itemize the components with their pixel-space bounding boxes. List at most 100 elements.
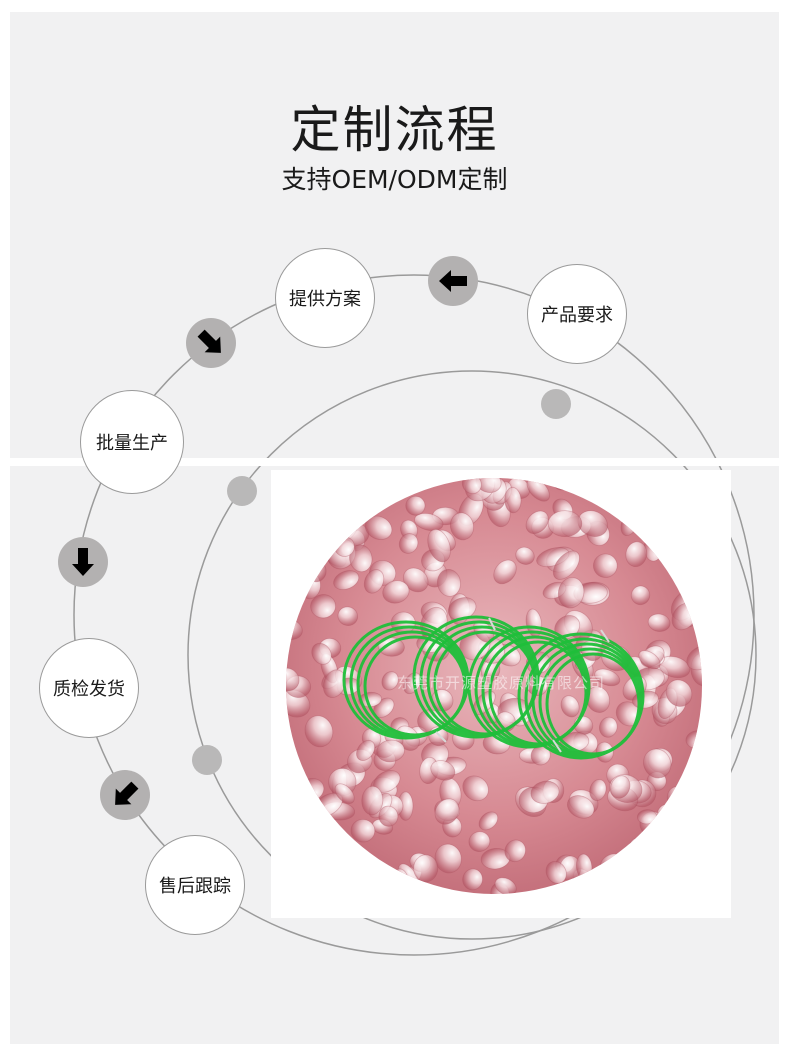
plastic-pellet [525, 510, 549, 534]
plastic-pellet [330, 478, 346, 501]
plastic-pellet [606, 883, 628, 894]
plastic-pellet [679, 798, 702, 829]
plastic-pellet [515, 546, 535, 565]
plastic-pellet [403, 672, 422, 695]
plastic-pellet [643, 748, 672, 779]
panel-seam [0, 458, 789, 466]
plastic-pellet [333, 570, 360, 591]
plastic-pellet [672, 805, 695, 826]
plastic-pellet [350, 818, 376, 843]
plastic-pellet [304, 715, 334, 748]
plastic-pellet [687, 577, 702, 601]
plastic-pellet [304, 487, 337, 518]
plastic-pellet [334, 783, 355, 804]
plastic-pellet [315, 522, 336, 547]
plastic-pellet [286, 478, 313, 505]
plastic-pellet [630, 585, 651, 606]
plastic-pellet [336, 873, 358, 894]
arrow-down-badge [58, 537, 108, 587]
plastic-pellet [530, 780, 560, 804]
plastic-pellet [462, 868, 483, 891]
step-mass-production: 批量生产 [80, 390, 184, 494]
plastic-pellet [349, 544, 373, 573]
ring-dot [541, 389, 571, 419]
plastic-pellet [290, 555, 308, 588]
plastic-pellet [547, 510, 583, 537]
plastic-pellet [643, 534, 663, 562]
plastic-pellet [309, 497, 332, 517]
plastic-pellet [311, 642, 332, 665]
plastic-pellet [363, 569, 385, 594]
plastic-pellet [676, 508, 702, 536]
plastic-pellet [686, 644, 702, 671]
plastic-pellet [305, 560, 327, 583]
step-product-requirements: 产品要求 [527, 264, 627, 364]
plastic-pellet [356, 740, 376, 761]
page-subtitle: 支持OEM/ODM定制 [281, 165, 508, 194]
inner-ring [187, 370, 757, 940]
plastic-pellet [478, 811, 499, 831]
plastic-pellet [286, 521, 304, 545]
plastic-pellet [361, 785, 384, 816]
top-panel [10, 12, 779, 458]
plastic-pellet [343, 484, 377, 514]
plastic-pellet [289, 478, 315, 510]
plastic-pellet [493, 559, 517, 585]
plastic-pellet [449, 512, 475, 541]
step-inspection-shipping: 质检发货 [39, 638, 139, 738]
page-title: 定制流程 [290, 101, 499, 159]
plastic-pellet [655, 514, 686, 540]
plastic-pellet [402, 567, 429, 593]
plastic-pellet [599, 871, 624, 894]
plastic-pellet [625, 541, 648, 568]
arrow-down-left-icon [197, 329, 221, 353]
plastic-pellet [310, 594, 336, 619]
plastic-pellet [392, 478, 418, 491]
plastic-pellet [605, 478, 634, 498]
plastic-pellet [566, 795, 595, 819]
arrow-down-left-badge [186, 318, 236, 368]
plastic-pellet [669, 532, 694, 551]
ring-dot [227, 476, 257, 506]
plastic-pellet [665, 679, 693, 707]
plastic-pellet [286, 667, 300, 692]
step-after-sales-tracking: 售后跟踪 [145, 835, 245, 935]
plastic-pellet [560, 695, 580, 718]
plastic-pellet [286, 597, 299, 624]
plastic-pellet [686, 478, 702, 493]
plastic-pellet [647, 613, 671, 632]
plastic-pellet [594, 668, 621, 687]
plastic-pellet [593, 553, 618, 578]
plastic-pellet [427, 528, 451, 563]
plastic-pellet [382, 580, 410, 604]
plastic-pellet [468, 831, 491, 852]
plastic-pellet [661, 537, 684, 560]
arrow-down-right-badge [100, 770, 150, 820]
plastic-pellet [398, 533, 419, 554]
plastic-pellet [430, 760, 456, 781]
arrow-left-icon [439, 270, 467, 292]
arrow-left-badge [428, 256, 478, 306]
plastic-pellet [545, 861, 567, 884]
plastic-pellet [557, 576, 585, 609]
plastic-pellet [552, 550, 580, 580]
plastic-pellet [462, 775, 489, 802]
plastic-pellet [679, 478, 702, 494]
plastic-pellet [311, 485, 337, 511]
green-rubber-coils [342, 615, 645, 760]
plastic-pellet [377, 637, 405, 657]
plastic-pellet [684, 779, 702, 804]
plastic-pellet [638, 650, 661, 670]
plastic-pellet [376, 739, 405, 763]
plastic-pellet [337, 606, 359, 626]
plastic-pellet [670, 506, 694, 525]
plastic-pellet [405, 495, 426, 516]
plastic-pellet [437, 569, 461, 597]
plastic-pellet [414, 512, 444, 532]
plastic-pellet [573, 478, 593, 495]
plastic-pellet [309, 524, 336, 551]
plastic-pellet [494, 877, 517, 894]
outer-ring [73, 274, 755, 956]
plastic-pellet [296, 786, 315, 814]
